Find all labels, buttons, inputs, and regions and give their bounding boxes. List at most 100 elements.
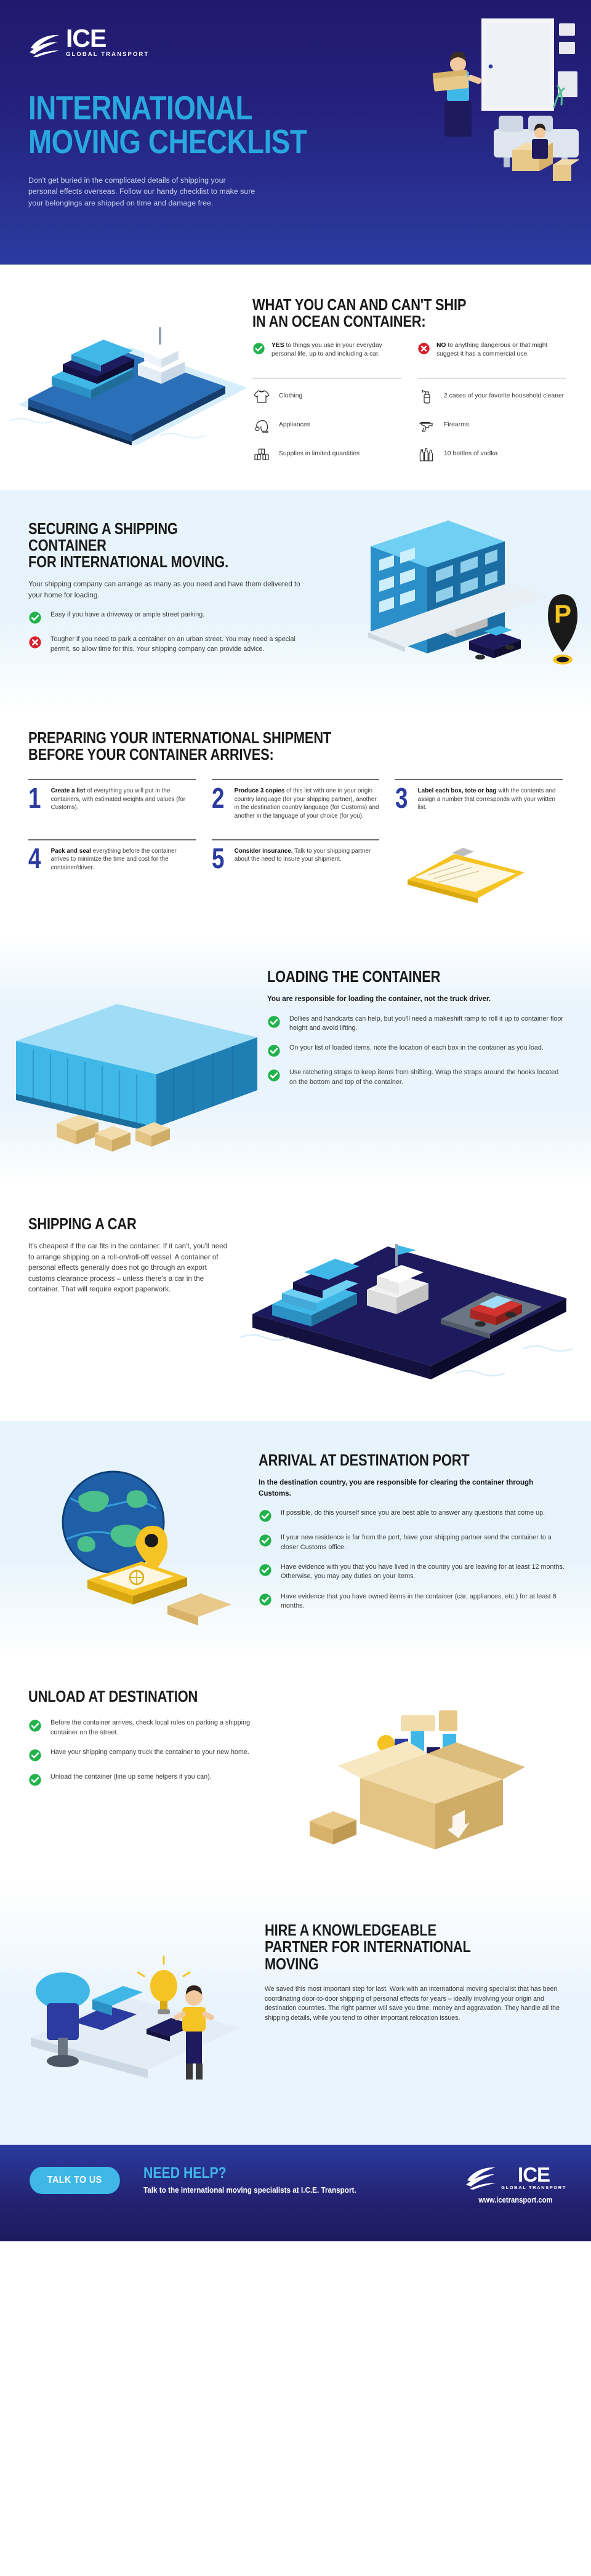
- page-title-line2: MOVING CHECKLIST: [28, 122, 307, 161]
- section-preparing-shipment: PREPARING YOUR INTERNATIONAL SHIPMENT BE…: [0, 711, 591, 935]
- point-text: Use ratcheting straps to keep items from…: [289, 1069, 559, 1086]
- step-item: 2 Produce 3 copies of this list with one…: [212, 779, 379, 821]
- item-label: Firearms: [444, 421, 469, 428]
- item-label: Supplies in limited quantities: [279, 450, 360, 457]
- section-what-you-can-ship: WHAT YOU CAN AND CAN'T SHIP IN AN OCEAN …: [0, 265, 591, 490]
- bottles-icon: [417, 445, 436, 463]
- list-item: Appliances: [252, 415, 401, 436]
- hire-body: We saved this most important step for la…: [265, 1985, 560, 2022]
- list-item: Have your shipping company truck the con…: [28, 1748, 274, 1762]
- list-item: Clothing: [252, 386, 401, 407]
- item-label: 2 cases of your favorite household clean…: [444, 392, 565, 399]
- section-heading-shipping-car: SHIPPING A CAR: [28, 1214, 137, 1234]
- yes-text: to things you use in your everyday perso…: [271, 341, 382, 357]
- section-heading-securing: SECURING A SHIPPING CONTAINER FOR INTERN…: [28, 520, 258, 571]
- heading-line3: MOVING: [265, 1954, 319, 1973]
- divider: [28, 839, 196, 840]
- ship-illustration: [0, 274, 252, 450]
- footer-logo-tagline: GLOBAL TRANSPORT: [501, 2185, 566, 2191]
- point-text: Dollies and handcarts can help, but you'…: [289, 1015, 563, 1032]
- check-circle-icon: [259, 1509, 272, 1523]
- divider: [395, 779, 563, 780]
- cross-circle-icon: [28, 636, 42, 649]
- page-title: INTERNATIONAL MOVING CHECKLIST: [28, 90, 355, 161]
- section-heading-loading: LOADING THE CONTAINER: [267, 967, 441, 986]
- check-circle-icon: [259, 1563, 272, 1577]
- heading-line2: IN AN OCEAN CONTAINER:: [252, 312, 426, 331]
- hero-section: ICE GLOBAL TRANSPORT INTERNATIONAL MOVIN…: [0, 0, 591, 265]
- cargo-ship-car-illustration: [234, 1206, 591, 1409]
- website-url[interactable]: www.icetransport.com: [478, 2195, 553, 2204]
- section-hire-partner: HIRE A KNOWLEDGEABLE PARTNER FOR INTERNA…: [0, 1883, 591, 2145]
- step-item: 1 Create a list of everything you will p…: [28, 779, 196, 821]
- step-strong: Create a list: [50, 787, 86, 794]
- step-number: 4: [28, 842, 41, 874]
- point-text: Have evidence with you that you have liv…: [281, 1563, 565, 1581]
- footer-cta-bar: TALK TO US NEED HELP? Talk to the intern…: [0, 2145, 591, 2242]
- list-item: Easy if you have a driveway or ample str…: [28, 610, 302, 624]
- section-heading-arrival: ARRIVAL AT DESTINATION PORT: [259, 1451, 470, 1470]
- divider: [211, 839, 379, 840]
- hero-description: Don't get buried in the complicated deta…: [28, 175, 255, 208]
- yes-column: YES to things you use in your everyday p…: [252, 341, 401, 473]
- parking-pin: P: [548, 594, 577, 664]
- list-item: If your new residence is far from the po…: [259, 1533, 565, 1552]
- section-unload-destination: UNLOAD AT DESTINATION Before the contain…: [0, 1659, 591, 1883]
- cross-circle-icon: [417, 342, 430, 355]
- point-text: If possible, do this yourself since you …: [281, 1509, 545, 1517]
- step-item: 4 Pack and seal everything before the co…: [28, 839, 196, 913]
- heading-line2: PARTNER FOR INTERNATIONAL: [265, 1937, 471, 1956]
- hero-illustration: [400, 12, 579, 197]
- list-item: Tougher if you need to park a container …: [28, 635, 302, 654]
- footer-brand-logo: ICE GLOBAL TRANSPORT: [465, 2164, 566, 2190]
- step-text: of this list with one in your origin cou…: [234, 787, 379, 820]
- desk-worker-illustration: [0, 1901, 265, 2120]
- globe-passport-illustration: [0, 1440, 259, 1644]
- list-item: 2 cases of your favorite household clean…: [417, 386, 566, 407]
- check-circle-icon: [267, 1044, 281, 1058]
- divider: [28, 779, 196, 780]
- step-strong: Produce 3 copies: [234, 787, 285, 794]
- svg-text:P: P: [554, 599, 571, 628]
- footer-subtext: Talk to the international moving special…: [143, 2185, 356, 2195]
- need-help-heading: NEED HELP?: [143, 2164, 227, 2182]
- list-item: Use ratcheting straps to keep items from…: [267, 1068, 564, 1087]
- list-item: Dollies and handcarts can help, but you'…: [267, 1015, 564, 1034]
- loading-lead: You are responsible for loading the cont…: [267, 995, 491, 1003]
- point-text: If your new residence is far from the po…: [281, 1534, 552, 1551]
- infographic-page: ICE GLOBAL TRANSPORT INTERNATIONAL MOVIN…: [0, 0, 591, 2242]
- logo-wordmark: ICE: [66, 24, 107, 52]
- step-strong: Pack and seal: [50, 847, 91, 855]
- list-item: Unload the container (line up some helpe…: [28, 1772, 274, 1787]
- yes-label: YES: [271, 341, 284, 349]
- check-circle-icon: [28, 1773, 42, 1787]
- ice-wave-logo-icon: [466, 2167, 496, 2190]
- list-item: 10 bottles of vodka: [417, 444, 566, 465]
- step-number: 1: [28, 781, 41, 814]
- list-item: If possible, do this yourself since you …: [259, 1509, 565, 1523]
- ice-wave-logo-icon: [30, 34, 59, 57]
- heading-line1: WHAT YOU CAN AND CAN'T SHIP: [252, 295, 467, 314]
- check-circle-icon: [259, 1534, 272, 1547]
- step-item: 5 Consider insurance. Talk to your shipp…: [211, 839, 379, 913]
- brand-logo: ICE GLOBAL TRANSPORT: [28, 26, 563, 58]
- heading-line2: FOR INTERNATIONAL MOVING.: [28, 552, 229, 572]
- check-circle-icon: [28, 611, 42, 624]
- check-circle-icon: [252, 342, 265, 355]
- talk-to-us-button[interactable]: TALK TO US: [30, 2167, 120, 2195]
- section-securing-container: SECURING A SHIPPING CONTAINER FOR INTERN…: [0, 489, 591, 711]
- step-number: 5: [211, 842, 225, 874]
- check-circle-icon: [267, 1015, 281, 1029]
- logo-tagline: GLOBAL TRANSPORT: [66, 51, 150, 58]
- step-number: 3: [395, 781, 408, 814]
- step-text: with the contents and assign a number th…: [417, 787, 556, 811]
- arrival-lead: In the destination country, you are resp…: [259, 1478, 534, 1497]
- heading-line1: PREPARING YOUR INTERNATIONAL SHIPMENT: [28, 728, 332, 747]
- list-item: Have evidence that you have owned items …: [259, 1592, 565, 1611]
- no-column: NO to anything dangerous or that might s…: [417, 341, 566, 473]
- no-text: to anything dangerous or that might sugg…: [436, 341, 548, 357]
- step-text: of everything you will put in the contai…: [50, 787, 186, 811]
- point-text: Tougher if you need to park a container …: [50, 636, 296, 653]
- point-text: Have your shipping company truck the con…: [50, 1749, 249, 1757]
- section-heading-can-ship: WHAT YOU CAN AND CAN'T SHIP IN AN OCEAN …: [252, 295, 516, 331]
